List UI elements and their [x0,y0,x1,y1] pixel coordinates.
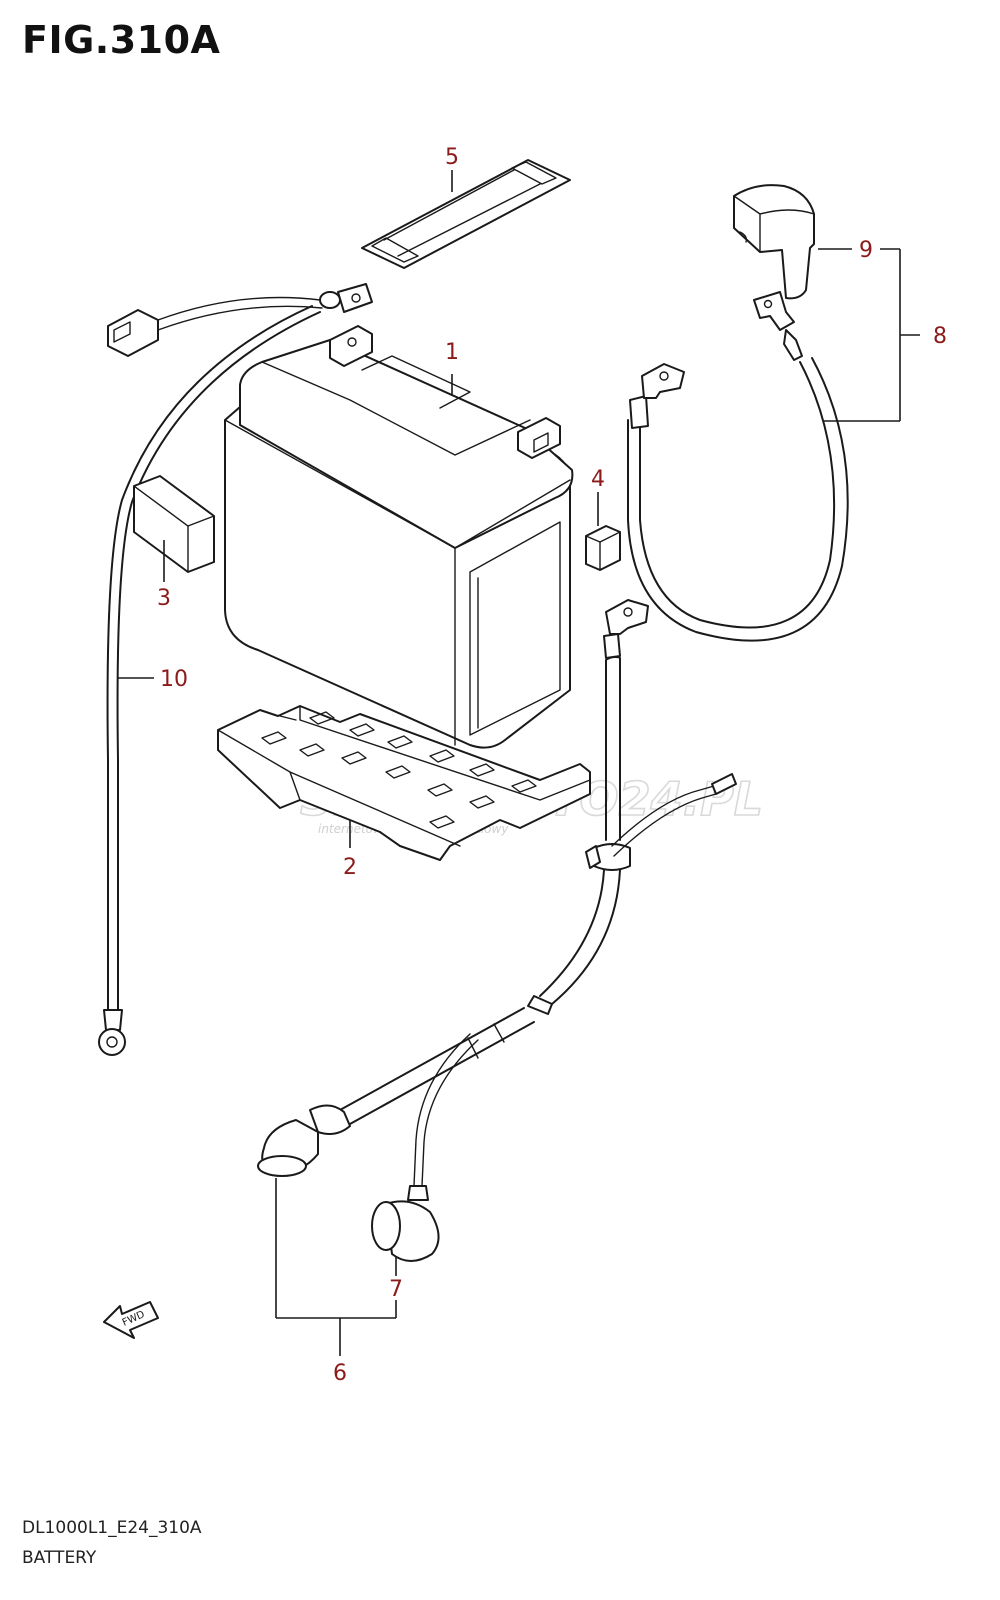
callout-5: 5 [445,145,459,170]
diagram-name: BATTERY [22,1548,97,1568]
lead-wire-part [98,283,373,1056]
battery-band-part [361,159,571,269]
callout-leaders [118,170,920,1356]
fwd-arrow-icon: FWD [103,1301,159,1339]
callout-3: 3 [157,586,171,611]
diagram-code: DL1000L1_E24_310A [22,1518,202,1538]
callout-9: 9 [859,238,873,263]
pad-part [133,475,215,573]
callout-1: 1 [445,340,459,365]
battery-part [224,325,574,749]
callout-numbers: 1 2 3 4 5 6 7 8 9 10 [157,145,947,1386]
callout-4: 4 [591,467,605,492]
starter-cable-part [257,599,737,1262]
spacer-part [585,525,621,571]
callout-8: 8 [933,324,947,349]
positive-cable-part [627,184,849,642]
callout-6: 6 [333,1361,347,1386]
callout-7: 7 [389,1277,403,1302]
battery-tray-part [217,705,591,861]
figure-title: FIG.310A [22,18,221,62]
tray-slots [261,711,537,829]
callout-2: 2 [343,855,357,880]
callout-10: 10 [160,667,188,692]
